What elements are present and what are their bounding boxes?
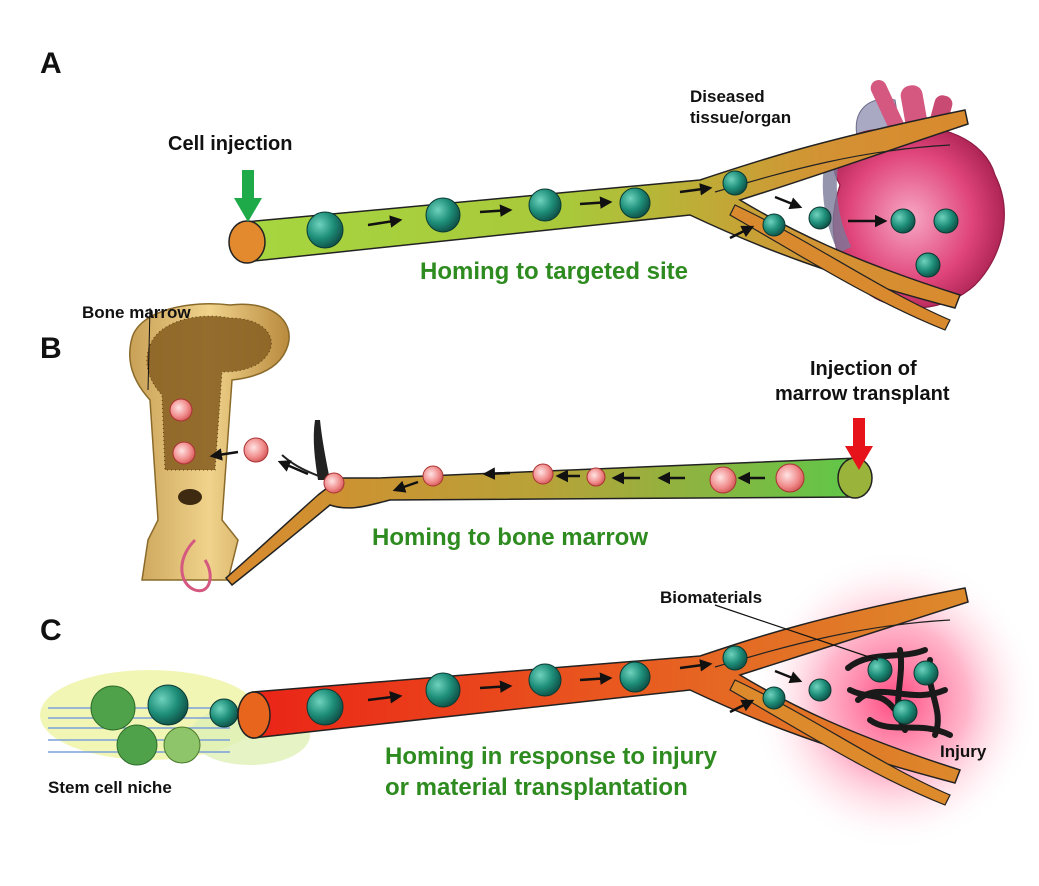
stem-cell [762, 686, 786, 710]
stem-cell [722, 645, 748, 671]
bone-marrow-label: Bone marrow [82, 303, 191, 322]
vessel-c-opening [237, 691, 271, 739]
stem-cell [425, 197, 461, 233]
marrow-cell [172, 441, 196, 465]
vessel-b [224, 457, 859, 587]
stem-cell-niche-label: Stem cell niche [48, 778, 172, 797]
injection-label-line2: marrow transplant [775, 383, 950, 405]
stem-cell [867, 657, 893, 683]
homing-b-title: Homing to bone marrow [372, 524, 648, 551]
homing-c-title-line2: or material transplantation [385, 774, 688, 801]
panel-c: C [40, 550, 1039, 850]
stem-cell [306, 211, 344, 249]
stem-cell [528, 188, 562, 222]
stem-cell [890, 208, 916, 234]
panel-b: B [40, 303, 950, 593]
flow-arrows-c [367, 659, 803, 714]
stem-cell [808, 206, 832, 230]
panel-a-letter: A [40, 47, 62, 80]
injury-glow [750, 550, 1039, 850]
injection-label-line1: Injection of [810, 358, 917, 380]
marrow-cell [422, 465, 444, 487]
flow-arrows-b [209, 448, 765, 493]
niche-cell [90, 685, 136, 731]
marrow-cell [169, 398, 193, 422]
vessel-b-opening [837, 457, 873, 499]
niche-cell [209, 698, 239, 728]
panel-b-letter: B [40, 332, 62, 365]
homing-a-title: Homing to targeted site [420, 258, 688, 285]
stem-cell [722, 170, 748, 196]
homing-c-title-line1: Homing in response to injury [385, 743, 718, 770]
marrow-cell [532, 463, 554, 485]
cell-injection-label: Cell injection [168, 133, 292, 155]
stem-cell [892, 699, 918, 725]
cell-injection-arrow [234, 170, 262, 222]
marrow-cell [709, 466, 737, 494]
diseased-label-line1: Diseased [690, 87, 765, 106]
marrow-cells-b [169, 398, 805, 494]
stem-cell [619, 187, 651, 219]
injury-label: Injury [940, 742, 987, 761]
marrow-cell [586, 467, 606, 487]
biomaterials-pointer [714, 604, 879, 661]
biomaterials-label: Biomaterials [660, 588, 762, 607]
bone-illustration [129, 303, 290, 593]
stem-cell [619, 661, 651, 693]
diseased-label-line2: tissue/organ [690, 108, 791, 127]
marrow-cell [323, 472, 345, 494]
vessel-a-opening [228, 220, 266, 264]
stem-cell [915, 252, 941, 278]
stem-cell [913, 660, 939, 686]
stem-cell [762, 213, 786, 237]
panel-c-letter: C [40, 614, 62, 647]
marrow-cell [243, 437, 269, 463]
marrow-injection-arrow [845, 418, 873, 470]
stem-cell [306, 688, 344, 726]
marrow-cell [775, 463, 805, 493]
niche-cell [163, 726, 201, 764]
stem-cells-a [306, 170, 959, 278]
panel-a: A [40, 47, 1005, 331]
niche-cell [116, 724, 158, 766]
stem-cell [425, 672, 461, 708]
flow-arrows-a [367, 183, 888, 240]
stem-cell [808, 678, 832, 702]
niche-cell [147, 684, 189, 726]
stem-cells-c [306, 645, 939, 726]
stem-cell [528, 663, 562, 697]
stem-cell [933, 208, 959, 234]
